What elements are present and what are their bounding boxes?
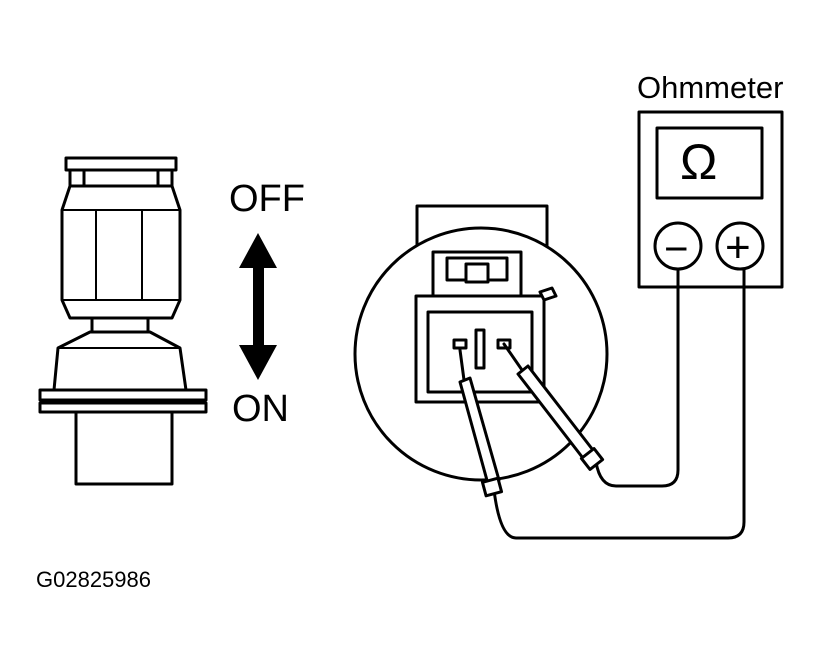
connector-detail <box>353 204 609 482</box>
positive-terminal-icon: + <box>725 223 751 272</box>
negative-terminal-icon: − <box>664 225 689 272</box>
off-on-arrow <box>239 233 277 380</box>
omega-icon: Ω <box>680 134 718 190</box>
on-label: ON <box>232 388 289 430</box>
figure-id: G02825986 <box>36 567 151 592</box>
off-label: OFF <box>229 178 305 220</box>
test-leads <box>458 267 746 540</box>
switch-component <box>38 156 208 486</box>
ohmmeter <box>637 110 784 289</box>
ohmmeter-label: Ohmmeter <box>637 70 784 105</box>
